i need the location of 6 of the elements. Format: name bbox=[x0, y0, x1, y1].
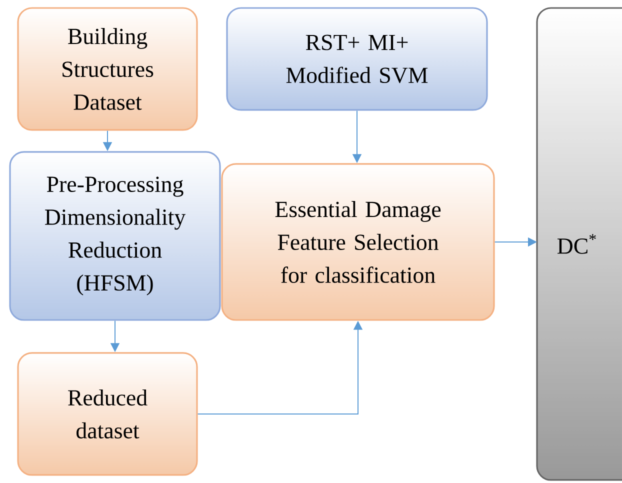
process-box: RST+ MI+ Modified SVM bbox=[226, 7, 488, 111]
process-box: Essential Damage Feature Selection for classification bbox=[221, 163, 495, 321]
output-bar: DC$^{*}$ bbox=[536, 7, 622, 481]
process-box: Building Structures Dataset bbox=[17, 7, 198, 131]
process-box: Pre-Processing Dimensionality Reduction (HFSM) bbox=[9, 151, 221, 321]
process-box: Reduced dataset bbox=[17, 352, 198, 476]
